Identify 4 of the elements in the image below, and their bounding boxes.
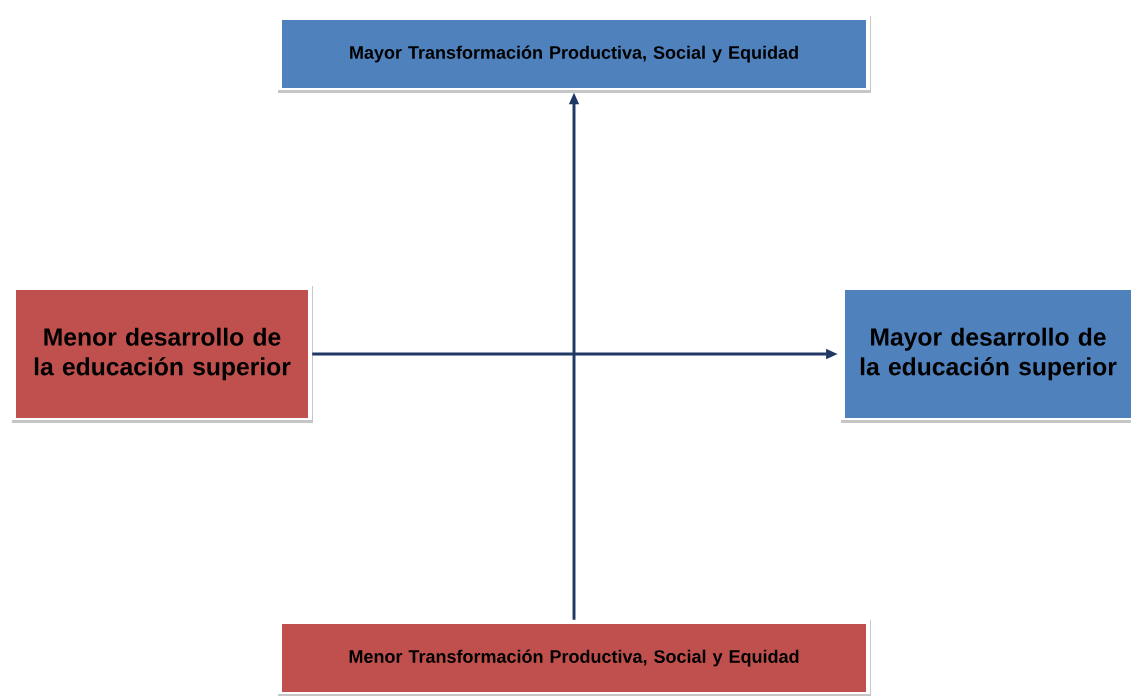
text-box: Mayor desarrollo de la educación superior bbox=[840, 284, 1131, 423]
text-box: Mayor Transformación Productiva, Social y Equidad bbox=[277, 14, 871, 93]
text-box: Menor desarrollo de la educación superior bbox=[11, 284, 313, 423]
text-box: Menor Transformación Productiva, Social y Equidad bbox=[277, 618, 871, 696]
